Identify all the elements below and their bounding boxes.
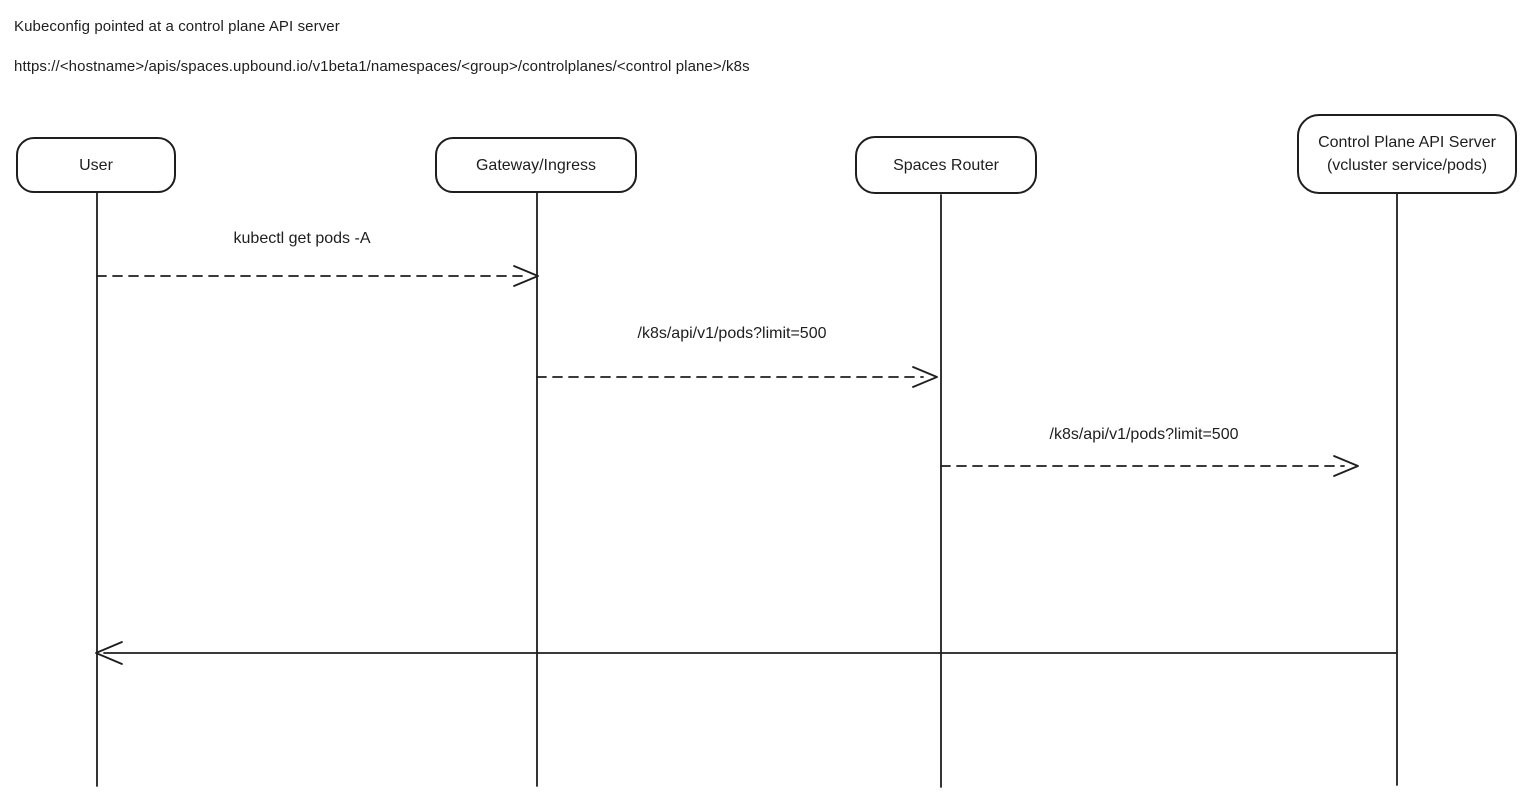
actor-box-user: User (16, 137, 176, 193)
message-2-label: /k8s/api/v1/pods?limit=500 (637, 325, 827, 342)
actor-label: Gateway/Ingress (475, 156, 597, 174)
actor-box-gateway-ingress: Gateway/Ingress (435, 137, 637, 193)
message-2-arrowhead-icon (912, 366, 938, 388)
diagram-title: Kubeconfig pointed at a control plane AP… (14, 18, 340, 35)
actor-label: Control Plane API Server (1318, 134, 1496, 151)
message-4-arrowhead-icon (95, 641, 123, 665)
kubeconfig-url-text: https://<hostname>/apis/spaces.upbound.i… (14, 58, 750, 75)
message-1-label: kubectl get pods -A (233, 230, 371, 247)
message-3-label: /k8s/api/v1/pods?limit=500 (1049, 426, 1239, 443)
message-1-arrowhead-icon (513, 265, 539, 287)
actor-label: User (79, 156, 113, 174)
actor-box-spaces-router: Spaces Router (855, 136, 1037, 194)
message-3-arrowhead-icon (1333, 455, 1359, 477)
actor-sublabel: (vcluster service/pods) (1326, 157, 1488, 174)
actor-box-control-plane-api-server: Control Plane API Server (vcluster servi… (1297, 114, 1517, 194)
actor-label: Spaces Router (893, 156, 999, 174)
